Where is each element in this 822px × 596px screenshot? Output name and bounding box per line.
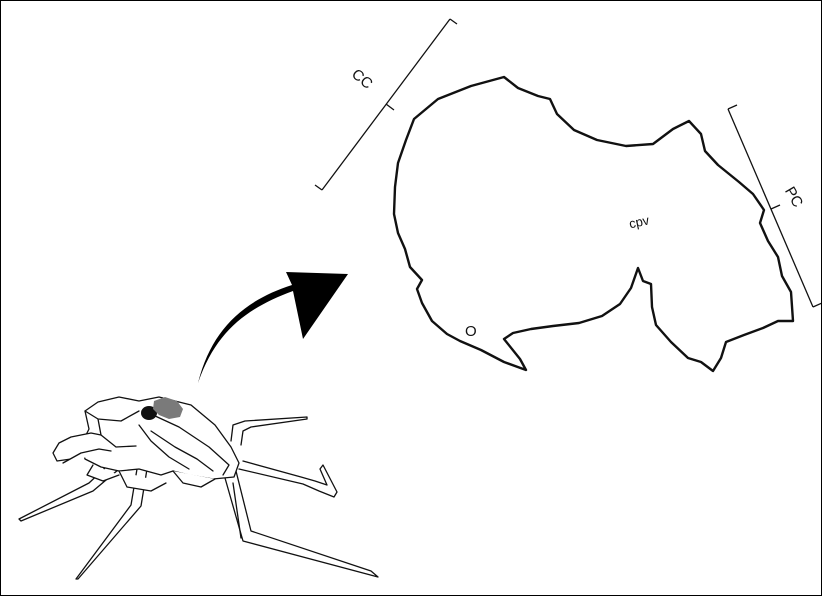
curved-arrow-icon bbox=[198, 272, 348, 383]
o-label: O bbox=[465, 323, 477, 340]
pc-scale-bar bbox=[728, 105, 821, 307]
water-bug-illustration bbox=[19, 397, 378, 579]
cc-scale-bar bbox=[315, 19, 457, 190]
insect-mid-leg bbox=[239, 461, 337, 497]
cpv-label: cpv bbox=[628, 212, 651, 231]
pc-label: PC bbox=[781, 184, 806, 211]
insect-antenna-leg bbox=[231, 417, 307, 445]
cc-label: CC bbox=[348, 66, 376, 93]
